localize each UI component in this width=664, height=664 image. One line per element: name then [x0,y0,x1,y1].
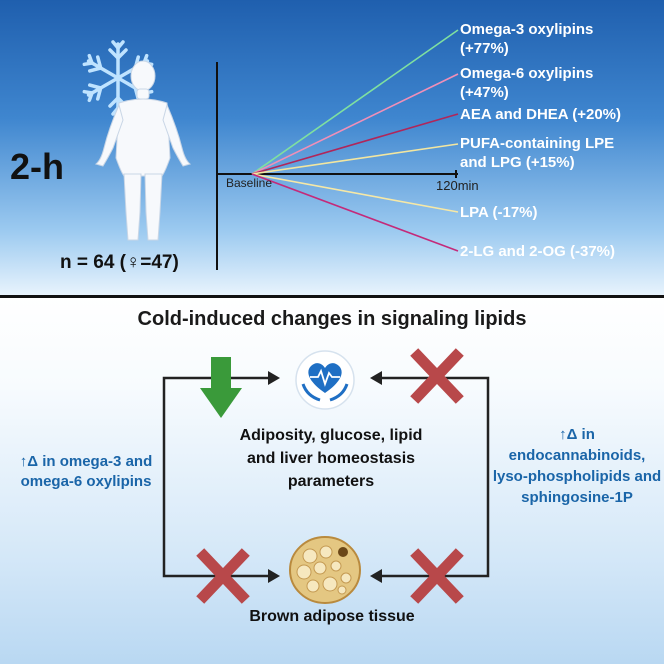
trend-line-aea-dhea [251,113,459,175]
arrowhead-top-left [268,371,280,385]
arrowheads [268,371,382,583]
lipid-change-omega3: Omega-3 oxylipins (+77%) [460,21,594,57]
timepoint-label: 2-h [10,146,64,187]
oxylipins-change-label: ↑Δ in omega-3 and omega-6 oxylipins [19,453,153,490]
trend-line-lpa [251,173,459,213]
axis-start-label: Baseline [226,176,273,190]
panel-divider [0,295,664,298]
health-care-icon [295,350,355,410]
snowflake-icon [81,40,155,116]
lipid-change-aea-dhea: AEA and DHEA (+20%) [460,106,622,123]
endocannabinoids-change-label: ↑Δ in endocannabinoids, lyso-phospholipi… [492,426,662,506]
trend-line-omega6 [251,73,459,175]
homeostasis-parameters-label: Adiposity, glucose, lipid and liver home… [239,427,423,490]
time-axes [216,62,458,270]
trend-line-2lg-2og [251,173,459,252]
arrowhead-bottom-right [370,569,382,583]
section-title: Cold-induced changes in signaling lipids [137,308,527,330]
lipid-change-pufa-lpe: PUFA-containing LPE and LPG (+15%) [460,135,615,171]
axis-end-label: 120min [436,178,479,193]
brown-adipose-tissue-label: Brown adipose tissue [249,608,415,625]
cross-icon-bottom-left [196,548,250,604]
arrowhead-top-right [370,371,382,385]
cross-icon-top-right [410,348,464,404]
participant-count: n = 64 (♀=47) [60,252,179,273]
trend-line-omega3 [251,29,459,175]
lipid-change-omega6: Omega-6 oxylipins (+47%) [460,65,594,101]
cross-icon-bottom-right [410,548,464,604]
trend-lines [251,29,459,252]
lipid-change-lpa: LPA (-17%) [460,204,538,221]
human-body-icon [94,60,192,241]
lipid-change-2lg-2og: 2-LG and 2-OG (-37%) [460,243,616,260]
trend-line-pufa-lpe [251,143,459,175]
arrowhead-bottom-left [268,569,280,583]
down-arrow-icon [200,357,242,418]
adipose-tissue-icon [289,536,361,604]
